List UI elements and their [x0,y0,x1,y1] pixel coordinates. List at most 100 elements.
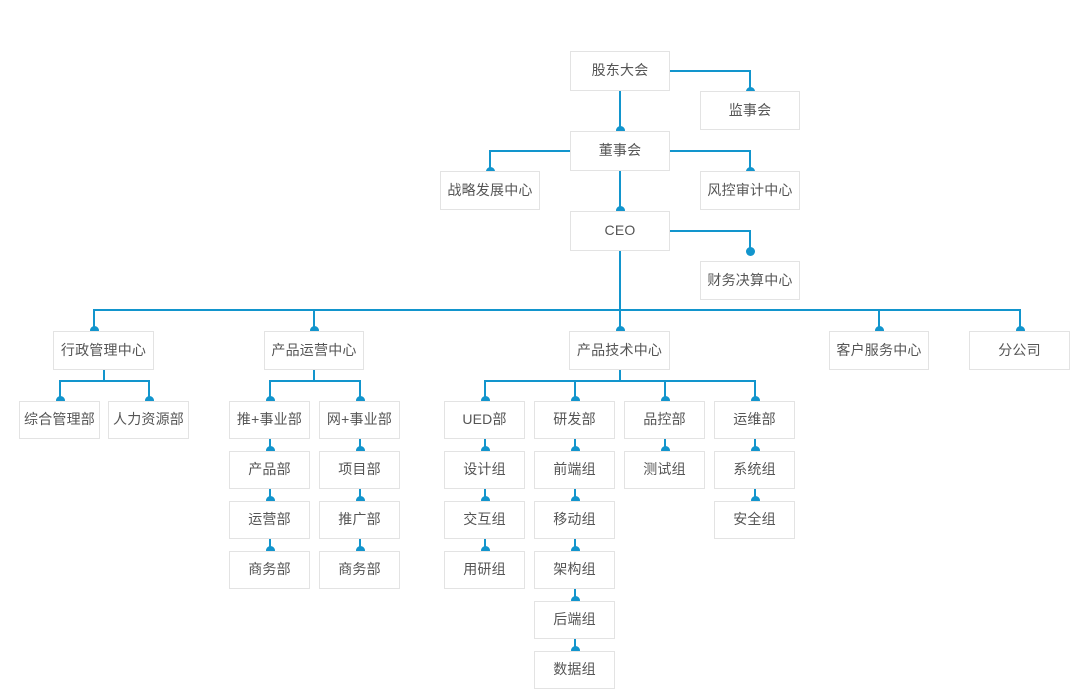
connector-dot-wang-plus [355,396,365,405]
connector-tui-to-product [269,438,271,452]
node-security-group[interactable]: 安全组 [714,501,795,539]
connector-dot-architecture-group [570,546,580,555]
node-label: 推广部 [338,511,381,528]
connector-dot-security-group [750,496,760,505]
node-label: 安全组 [733,511,776,528]
connector-ceo-to-bus [619,251,621,311]
node-product-dept[interactable]: 产品部 [229,451,310,489]
connector-shareholders-to-board [619,91,621,131]
node-ued-dept[interactable]: UED部 [444,401,525,439]
node-label: 运营部 [248,511,291,528]
node-backend-group[interactable]: 后端组 [534,601,615,639]
node-label: 股东大会 [591,62,649,79]
connector-admin-drop-hr [148,380,150,401]
node-business-dept-right[interactable]: 商务部 [319,551,400,589]
connector-dot-user-research-group [480,546,490,555]
node-product-technology-center[interactable]: 产品技术中心 [569,331,670,370]
connector-dot-product-dept [265,446,275,455]
node-promotion-dept[interactable]: 推广部 [319,501,400,539]
connector-mobile-to-architecture [574,538,576,552]
node-label: 项目部 [338,461,381,478]
connector-dot-backend-group [570,596,580,605]
node-mobile-group[interactable]: 移动组 [534,501,615,539]
node-general-management-dept[interactable]: 综合管理部 [19,401,100,439]
connector-dot-product-tech-center [615,326,625,335]
connector-dot-ceo [615,206,625,215]
connector-board-to-risk-vertical [749,150,751,172]
node-branch-company[interactable]: 分公司 [969,331,1070,370]
connector-dot-promotion-dept [355,496,365,505]
connector-tech-drop-qc [664,380,666,401]
node-board-of-directors[interactable]: 董事会 [570,131,670,171]
connector-dot-board [615,126,625,135]
node-business-dept-left[interactable]: 商务部 [229,551,310,589]
node-label: 推+事业部 [236,411,303,428]
connector-tech-drop-ued [484,380,486,401]
node-label: 财务决算中心 [707,271,793,288]
connector-dot-project-dept [355,446,365,455]
connector-board-to-strategy-vertical [489,150,491,172]
connector-promotion-to-business-right [359,538,361,552]
node-label: 人力资源部 [113,411,184,428]
node-label: 运维部 [733,411,776,428]
node-human-resources-dept[interactable]: 人力资源部 [108,401,189,439]
node-shareholders-meeting[interactable]: 股东大会 [570,51,670,91]
node-label: 测试组 [643,461,686,478]
node-operations-dept[interactable]: 运营部 [229,501,310,539]
node-risk-control-audit-center[interactable]: 风控审计中心 [700,171,800,210]
node-test-group[interactable]: 测试组 [624,451,705,489]
node-architecture-group[interactable]: 架构组 [534,551,615,589]
node-customer-service-center[interactable]: 客户服务中心 [829,331,929,370]
node-label: 风控审计中心 [707,181,793,198]
connector-shareholders-to-supervisors-horizontal [670,70,751,72]
node-user-research-group[interactable]: 用研组 [444,551,525,589]
node-strategy-development-center[interactable]: 战略发展中心 [440,171,540,210]
connector-board-to-strategy-horizontal [489,150,571,152]
connector-product-tech-bus [484,380,756,382]
node-label: 研发部 [553,411,596,428]
connector-dot-product-ops-center [309,326,319,335]
node-wang-plus-business-unit[interactable]: 网+事业部 [319,401,400,439]
node-data-group[interactable]: 数据组 [534,651,615,689]
connector-tech-drop-rd [574,380,576,401]
node-qc-dept[interactable]: 品控部 [624,401,705,439]
connector-board-to-ceo [619,171,621,211]
connector-dot-mobile-group [570,496,580,505]
node-label: 行政管理中心 [60,341,147,358]
connector-admin-stem [103,370,105,381]
connector-dot-ops-maintenance-dept [750,396,760,405]
connector-qc-to-test [664,438,666,452]
node-system-group[interactable]: 系统组 [714,451,795,489]
connector-dot-test-group [660,446,670,455]
node-label: 前端组 [553,461,596,478]
node-interaction-group[interactable]: 交互组 [444,501,525,539]
node-rd-dept[interactable]: 研发部 [534,401,615,439]
connector-main-bus [93,309,1021,311]
connector-design-to-interaction [484,488,486,502]
connector-dot-ued-dept [480,396,490,405]
node-tui-plus-business-unit[interactable]: 推+事业部 [229,401,310,439]
node-label: 用研组 [463,561,506,578]
connector-admin-bus [59,380,149,382]
connector-dot-human-resources [144,396,154,405]
node-label: 网+事业部 [326,411,393,428]
node-project-dept[interactable]: 项目部 [319,451,400,489]
node-design-group[interactable]: 设计组 [444,451,525,489]
connector-dot-interaction-group [480,496,490,505]
node-label: 战略发展中心 [447,181,533,198]
node-label: 系统组 [733,461,776,478]
node-board-of-supervisors[interactable]: 监事会 [700,91,800,130]
node-ceo[interactable]: CEO [570,211,670,251]
connector-tech-drop-ops [754,380,756,401]
node-ops-maintenance-dept[interactable]: 运维部 [714,401,795,439]
node-finance-settlement-center[interactable]: 财务决算中心 [700,261,800,300]
connector-backend-to-data [574,638,576,652]
node-admin-management-center[interactable]: 行政管理中心 [53,331,154,370]
connector-ceo-to-finance-horizontal [670,230,751,232]
node-label: 综合管理部 [24,411,95,428]
connector-architecture-to-backend [574,588,576,602]
connector-bus-drop-admin [93,309,95,331]
node-product-operation-center[interactable]: 产品运营中心 [264,331,364,370]
node-label: 架构组 [553,561,596,578]
node-frontend-group[interactable]: 前端组 [534,451,615,489]
